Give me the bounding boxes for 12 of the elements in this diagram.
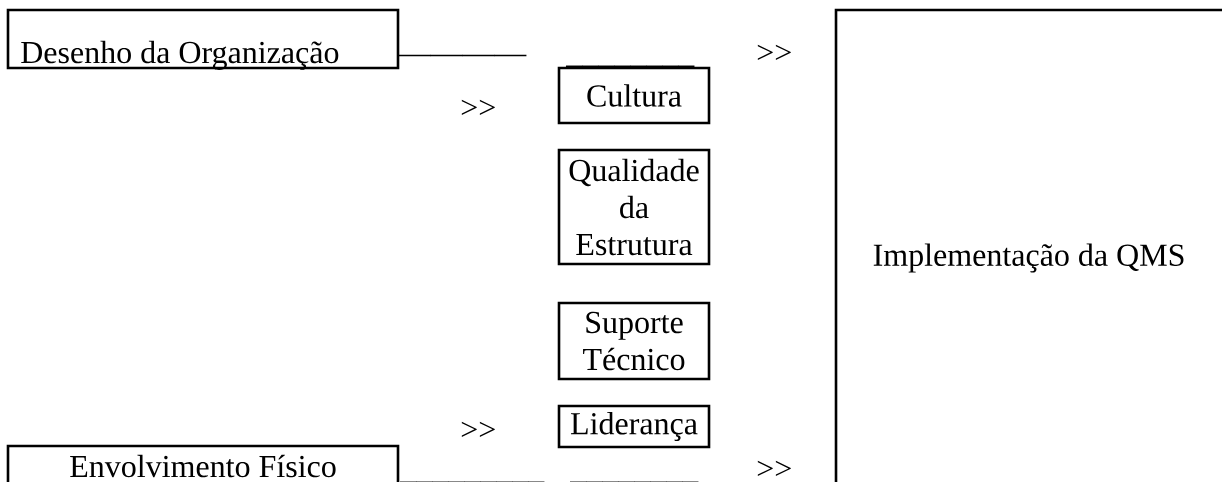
- process-box: Envolvimento Físico: [6, 444, 400, 482]
- text-label: ________: [565, 65, 695, 68]
- text-label: >>: [461, 421, 495, 438]
- process-box: Implementação da QMS: [834, 8, 1222, 482]
- text-label: >>: [757, 460, 791, 477]
- process-box: Qualidade da Estrutura: [557, 148, 711, 266]
- text-label: ————: [398, 54, 527, 57]
- process-box: Suporte Técnico: [557, 301, 711, 381]
- text-label: >>: [461, 99, 495, 116]
- process-box: Liderança: [557, 404, 711, 449]
- text-label: >>: [757, 44, 791, 61]
- process-box: Desenho da Organização: [6, 8, 400, 70]
